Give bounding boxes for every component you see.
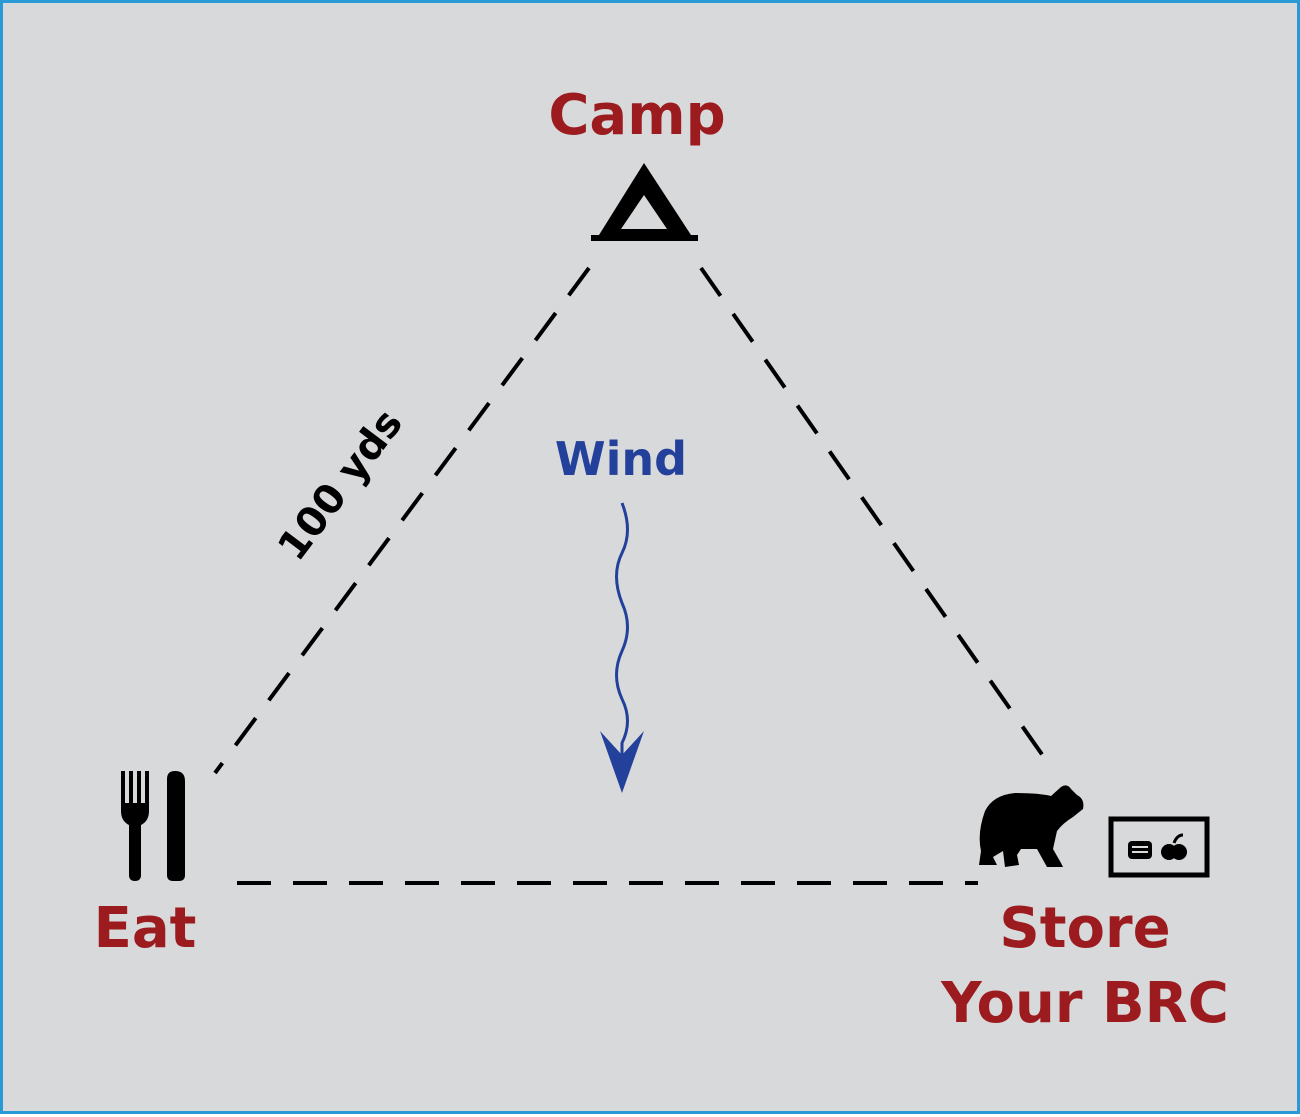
eat-label: Eat (94, 896, 197, 961)
bear-resistant-container-icon (1108, 816, 1210, 878)
edge-camp-store (699, 266, 1050, 765)
triangle-diagram: Camp Eat Store Your BRC Wind 100 yds (94, 83, 1229, 1036)
camp-label: Camp (548, 83, 725, 148)
store-label-line2: Your BRC (940, 971, 1229, 1036)
edge-camp-eat (213, 266, 591, 775)
fork-knife-icon (121, 771, 185, 881)
store-label-line1: Store (999, 896, 1170, 961)
wind-arrow (600, 502, 644, 793)
wind-label: Wind (555, 432, 687, 486)
distance-label: 100 yds (269, 401, 412, 569)
bear-icon (979, 785, 1084, 867)
tent-icon (591, 163, 698, 241)
